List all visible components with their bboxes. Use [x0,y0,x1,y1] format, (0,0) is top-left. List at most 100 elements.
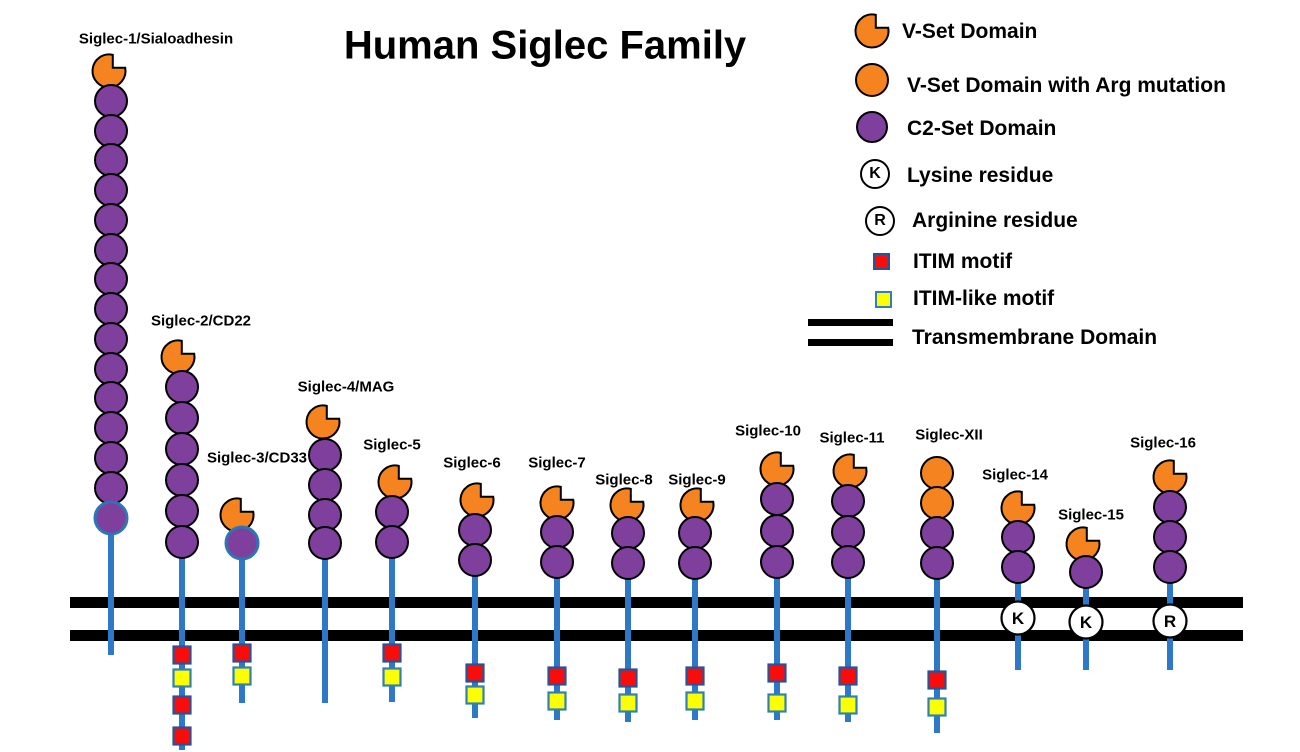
c2set-domain-icon [308,526,342,560]
c2set-domain-icon [1153,550,1187,584]
legend-label: ITIM-like motif [913,287,1055,310]
stalk [322,551,328,703]
membrane-outer-leaflet [70,597,1243,608]
legend-label: Arginine residue [912,209,1078,232]
itim-like-motif-icon [838,695,858,715]
c2set-domain-icon [1153,520,1187,554]
c2set-domain-icon [165,494,199,528]
c2set-domain-icon [94,471,128,505]
protein-siglec-8 [609,487,645,722]
stalk [845,570,851,722]
vset-domain-icon [832,453,868,489]
c2set-domain-icon [458,543,492,577]
c2set-domain-icon [375,525,409,559]
itim-motif-icon [873,253,890,270]
vset-domain-icon [854,13,890,49]
protein-siglec-1-sialoadhesin [91,53,129,655]
itim-motif-icon [767,663,787,683]
c2set-domain-icon [308,438,342,472]
protein-siglec-4-mag [305,404,342,703]
itim-like-motif-icon [618,693,638,713]
c2set-domain-icon [611,516,645,550]
itim-motif-icon [618,668,638,688]
itim-motif-icon [465,663,485,683]
c2set-domain-icon [165,463,199,497]
protein-label-siglec-3-cd33: Siglec-3/CD33 [206,449,308,467]
vset-domain-icon [377,464,413,500]
vset-arg-domain-icon [855,63,889,97]
protein-siglec-6 [458,482,495,718]
c2set-domain-icon [94,381,128,415]
protein-label-siglec-9: Siglec-9 [668,471,726,489]
legend-label: Lysine residue [907,164,1054,187]
itim-motif-icon [172,645,192,665]
c2set-domain-icon [94,173,128,207]
itim-like-motif-icon [382,667,402,687]
lysine-residue-icon: K [860,159,890,189]
vset-domain-icon [1152,459,1188,495]
c2set-domain-icon [94,114,128,148]
c2set-domain-icon [831,484,865,518]
stalk [239,551,245,703]
c2set-domain-icon [94,292,128,326]
vset-domain-icon [759,451,795,487]
protein-siglec-5 [375,464,413,702]
itim-like-motif-icon [465,685,485,705]
c2set-domain-icon [94,233,128,267]
legend-label: V-Set Domain with Arg mutation [907,74,1226,97]
arginine-residue-icon [1152,603,1188,639]
itim-motif-icon [232,643,252,663]
vset-domain-icon [459,482,495,518]
vset-domain-icon [91,53,127,89]
stalk [692,571,698,720]
stalk [774,570,780,720]
itim-like-motif-icon [875,291,892,308]
c2set-domain-icon [540,515,574,549]
c2set-domain-icon [375,495,409,529]
legend-label: C2-Set Domain [907,117,1057,140]
vset-domain-icon [305,404,341,440]
protein-label-siglec-5: Siglec-5 [363,436,421,454]
c2set-domain-icon [611,546,645,580]
page-title: Human Siglec Family [343,23,747,68]
protein-siglec-14: K [1000,490,1036,670]
c2set-domain-icon [540,545,574,579]
itim-motif-icon [172,695,192,715]
itim-like-motif-icon [767,693,787,713]
protein-label-siglec-2-cd22: Siglec-2/CD22 [150,312,252,330]
c2set-domain-icon [1153,490,1187,524]
protein-siglec-16: R [1152,459,1188,670]
itim-like-motif-icon [685,691,705,711]
legend-label: Transmembrane Domain [912,326,1158,349]
vset-domain-icon [160,339,196,375]
residue-letter: K [1080,613,1093,632]
c2set-domain-icon [94,84,128,118]
c2set-domain-icon [920,516,954,550]
c2set-domain-icon [678,546,712,580]
protein-label-siglec-6: Siglec-6 [443,454,501,472]
itim-motif-icon [838,666,858,686]
stalk [625,571,631,722]
c2set-domain-icon [94,352,128,386]
c2set-domain-icon [760,482,794,516]
c2set-domain-icon [94,143,128,177]
stalk [554,570,560,720]
c2set-domain-icon [760,514,794,548]
itim-motif-icon [927,670,947,690]
c2set-domain-icon [165,370,199,404]
protein-label-siglec-10: Siglec-10 [735,422,801,440]
c2set-domain-icon [94,203,128,237]
protein-label-siglec-xii: Siglec-XII [915,426,983,444]
itim-like-motif-icon [927,697,947,717]
protein-label-siglec-14: Siglec-14 [982,466,1048,484]
c2set-domain-icon [831,515,865,549]
arginine-symbol: R [874,212,886,229]
vset-domain-icon [609,487,645,523]
protein-siglec-9 [678,487,715,720]
stalk [472,568,478,718]
c2set-domain-icon [678,516,712,550]
membrane-inner-leaflet [70,630,1243,641]
arginine-residue-icon: R [865,206,895,236]
itim-like-motif-icon [547,691,567,711]
c2set-domain-icon [308,468,342,502]
